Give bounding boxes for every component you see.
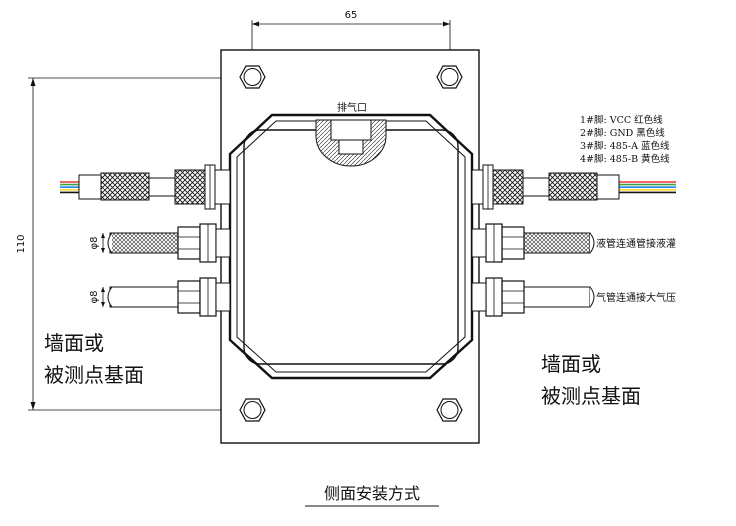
gas-pipe-note: 气管连通接大气压	[596, 291, 676, 304]
pin-2-label: 2#脚: GND 黑色线	[580, 127, 665, 139]
mount-surface-left-label: 墙面或 被测点基面	[44, 331, 144, 387]
gas-pipe-left	[101, 277, 231, 317]
bolt-top-right-icon	[436, 65, 463, 89]
liquid-pipe-left	[101, 223, 231, 263]
sensor-housing	[228, 113, 474, 380]
gas-pipe-diameter: φ8	[89, 291, 100, 304]
mount-left-line-2: 被测点基面	[44, 363, 144, 387]
liquid-pipe-right	[471, 223, 595, 263]
vent-label: 排气口	[337, 101, 367, 114]
width-label: 65	[345, 10, 358, 21]
bolt-bottom-right-icon	[436, 398, 463, 422]
mount-surface-right-label: 墙面或 被测点基面	[541, 352, 641, 408]
liquid-pipe-note: 液管连通管接液灌	[596, 237, 676, 250]
liquid-pipe-diameter: φ8	[89, 237, 100, 250]
mount-right-line-2: 被测点基面	[541, 384, 641, 408]
pin-4-label: 4#脚: 485-B 黄色线	[580, 153, 670, 165]
cable-right	[471, 164, 676, 210]
vent-port: 排气口	[315, 101, 387, 167]
mount-right-line-1: 墙面或	[541, 352, 601, 376]
bolt-bottom-left-icon	[239, 398, 266, 422]
pin-3-label: 3#脚: 485-A 蓝色线	[580, 140, 670, 152]
pin-1-label: 1#脚: VCC 红色线	[580, 114, 663, 126]
cable-left	[60, 164, 231, 210]
height-label: 110	[16, 234, 27, 253]
height-dimension: 110	[16, 77, 248, 411]
mount-left-line-1: 墙面或	[44, 331, 104, 355]
diagram-caption: 侧面安装方式	[324, 484, 420, 503]
pin-legend: 1#脚: VCC 红色线 2#脚: GND 黑色线 3#脚: 485-A 蓝色线…	[580, 114, 670, 165]
gas-pipe-right	[471, 277, 595, 317]
bolt-top-left-icon	[239, 65, 266, 89]
